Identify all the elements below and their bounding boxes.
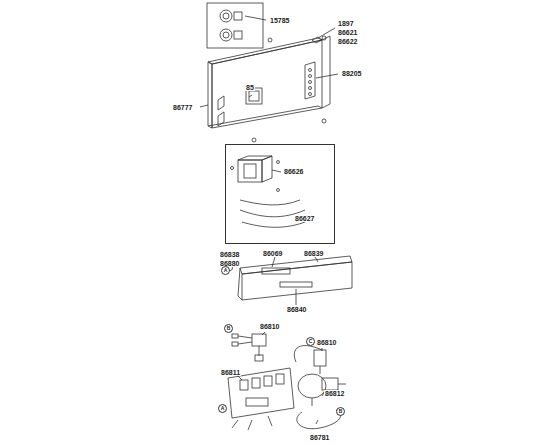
callout-number: 86627 bbox=[294, 215, 315, 222]
leader-line bbox=[272, 257, 318, 305]
leader-line bbox=[262, 332, 265, 335]
callout-number: 86839 bbox=[303, 250, 324, 257]
inset-frame bbox=[207, 3, 263, 48]
wire-harness bbox=[240, 200, 305, 227]
leader-line bbox=[238, 376, 242, 380]
reference-letter: C bbox=[306, 337, 315, 346]
screw bbox=[252, 36, 326, 142]
tube bbox=[297, 410, 341, 429]
reference-letter: B bbox=[336, 407, 345, 416]
callout-number: 86838 bbox=[219, 251, 240, 258]
inset-frame: 86626 86627 bbox=[225, 144, 335, 244]
callout-number: 86781 bbox=[309, 434, 330, 441]
callout-number: 86626 bbox=[283, 168, 304, 175]
callout-number: 86840 bbox=[286, 306, 307, 313]
callout-number: 85 bbox=[245, 84, 255, 91]
callout-number: 86810 bbox=[316, 339, 337, 346]
switch bbox=[232, 334, 266, 361]
reference-letter: B bbox=[224, 324, 233, 333]
callout-number: 86811 bbox=[220, 369, 241, 376]
terminal-strip bbox=[305, 62, 315, 99]
water-valve bbox=[294, 346, 346, 406]
callout-number: 86812 bbox=[324, 390, 345, 397]
knob bbox=[220, 10, 242, 41]
leader-line bbox=[272, 170, 281, 172]
callout-number: 1897 bbox=[337, 20, 355, 27]
callout-number: 86622 bbox=[337, 38, 358, 45]
rail bbox=[228, 256, 353, 300]
callout-number: 86777 bbox=[172, 104, 193, 111]
callout-number: 86810 bbox=[259, 323, 280, 330]
reference-letter: A bbox=[221, 266, 230, 275]
reference-letter: A bbox=[218, 404, 227, 413]
chassis-panel bbox=[208, 36, 330, 128]
transformer bbox=[231, 156, 280, 192]
callout-number: 86621 bbox=[337, 29, 358, 36]
callout-number: 15785 bbox=[269, 17, 290, 24]
leader-line bbox=[245, 16, 266, 20]
callout-number: 86069 bbox=[262, 250, 283, 257]
circuit-board bbox=[228, 368, 294, 430]
leader-line bbox=[200, 28, 338, 107]
leader-line bbox=[316, 348, 326, 424]
callout-number: 88205 bbox=[341, 70, 362, 77]
